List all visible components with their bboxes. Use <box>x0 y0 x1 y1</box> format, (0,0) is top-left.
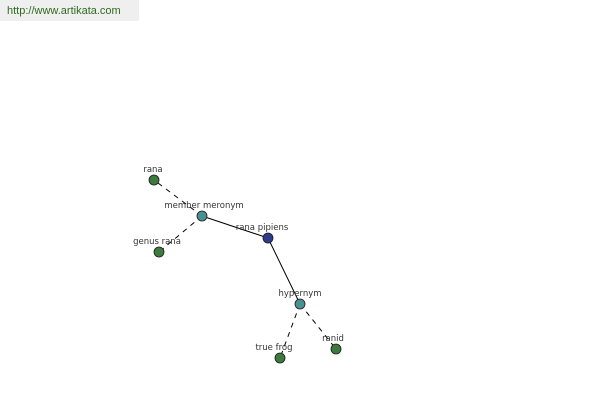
node-member-meronym[interactable]: member meronym <box>164 201 244 222</box>
edge-rana-pipiens-to-hypernym <box>267 237 301 305</box>
node-true-frog-dot[interactable] <box>274 352 286 364</box>
node-ranid[interactable]: ranid <box>322 334 344 355</box>
site-link[interactable]: http://www.artikata.com <box>0 0 139 21</box>
node-rana-pipiens[interactable]: rana pipiens <box>236 223 289 244</box>
node-hypernym-dot[interactable] <box>294 298 306 310</box>
node-rana[interactable]: rana <box>143 165 163 186</box>
node-genus-rana[interactable]: genus rana <box>133 237 181 258</box>
node-ranid-dot[interactable] <box>330 343 342 355</box>
node-rana-pipiens-dot[interactable] <box>262 232 274 244</box>
node-rana-dot[interactable] <box>148 174 160 186</box>
node-hypernym[interactable]: hypernym <box>278 289 322 310</box>
graph-edges <box>153 179 337 359</box>
node-member-meronym-label: member meronym <box>164 201 243 211</box>
edge-rana-pipiens-to-member-meronym <box>201 215 269 239</box>
node-genus-rana-label: genus rana <box>133 237 181 247</box>
node-hypernym-label: hypernym <box>278 289 321 299</box>
node-true-frog-label: true frog <box>255 343 292 353</box>
node-rana-pipiens-label: rana pipiens <box>236 223 289 233</box>
edge-member-meronym-to-rana <box>153 179 203 217</box>
node-rana-label: rana <box>143 165 162 175</box>
node-true-frog[interactable]: true frog <box>255 343 293 364</box>
node-ranid-label: ranid <box>322 334 344 344</box>
graph-nodes: rana member meronym genus rana rana pipiens… <box>133 165 344 364</box>
node-member-meronym-dot[interactable] <box>196 210 208 222</box>
node-genus-rana-dot[interactable] <box>153 246 165 258</box>
